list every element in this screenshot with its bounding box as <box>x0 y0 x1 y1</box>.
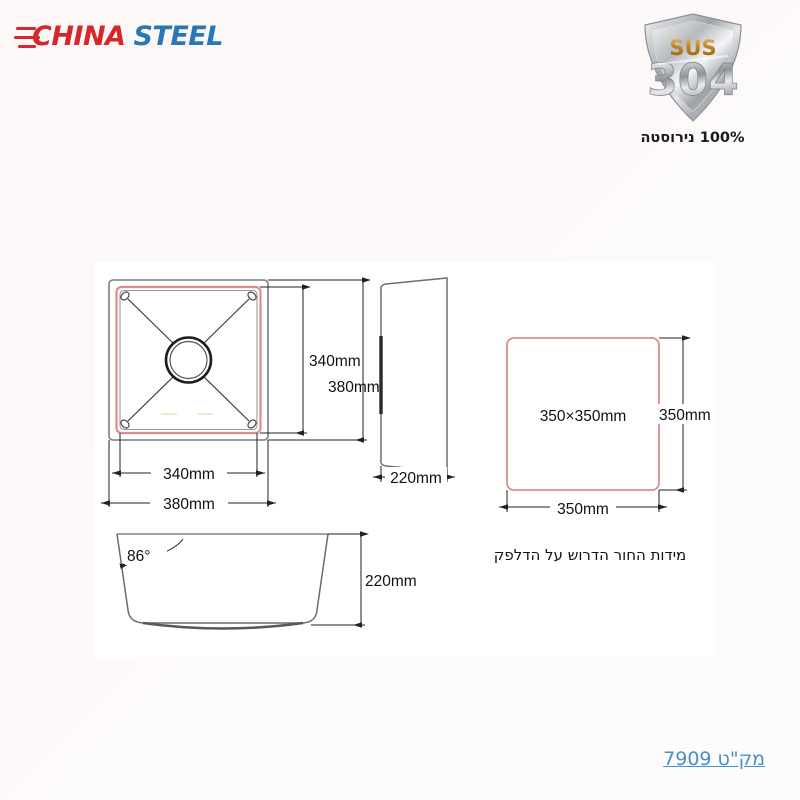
bowl-diagonals <box>127 298 250 422</box>
label-cutout-height: 350mm <box>659 407 711 424</box>
section-view-drawing: 86° 220mm <box>116 531 427 630</box>
drain-inner-ring <box>169 340 208 380</box>
sink-outer-rim <box>108 279 269 441</box>
basin-bottom-curve <box>142 621 304 630</box>
label-cutout-width: 350mm <box>557 501 609 518</box>
cutout-view-drawing: 350×350mm 350mm 350mm <box>499 335 715 518</box>
corner-notches <box>120 291 257 429</box>
label-top-outer-width: 380mm <box>163 496 215 513</box>
badge-sus-text: SUS <box>669 36 716 60</box>
badge-304-text: 304 <box>647 55 739 106</box>
sku-link[interactable]: מק"ט 7909 <box>663 748 765 770</box>
label-side-depth: 220mm <box>390 470 442 487</box>
sink-bowl-inner-line <box>119 289 258 431</box>
dimension-height-380 <box>268 277 371 443</box>
technical-drawing-panel: 340mm 380mm 340mm <box>95 262 715 657</box>
dimension-height-340 <box>260 284 311 436</box>
sink-bowl-outline-red <box>115 285 262 435</box>
brand-word-steel: STEEL <box>133 21 223 52</box>
badge-caption: 100% נירוסטה <box>640 130 745 146</box>
brand-word-china: CHINA <box>32 21 126 52</box>
label-top-inner-width: 340mm <box>163 466 215 483</box>
label-section-angle: 86° <box>127 548 150 565</box>
top-view-drawing: 340mm 380mm 340mm <box>101 277 380 513</box>
label-top-inner-height: 340mm <box>309 353 361 370</box>
shield-icon: SUS 304 <box>644 13 742 122</box>
label-section-height: 220mm <box>365 573 417 590</box>
dimension-section-220 <box>311 531 369 628</box>
label-top-outer-height: 380mm <box>328 379 380 396</box>
cutout-caption: מידות החור הדרוש על הדלפק <box>493 546 687 564</box>
sus-304-badge: SUS 304 100% נירוסטה <box>630 12 755 152</box>
side-view-drawing: 220mm <box>373 277 455 487</box>
drain-outer-ring <box>164 336 213 384</box>
label-cutout-inside: 350×350mm <box>540 408 627 425</box>
basin-section-outline <box>116 533 329 624</box>
side-profile-outline <box>380 277 448 473</box>
